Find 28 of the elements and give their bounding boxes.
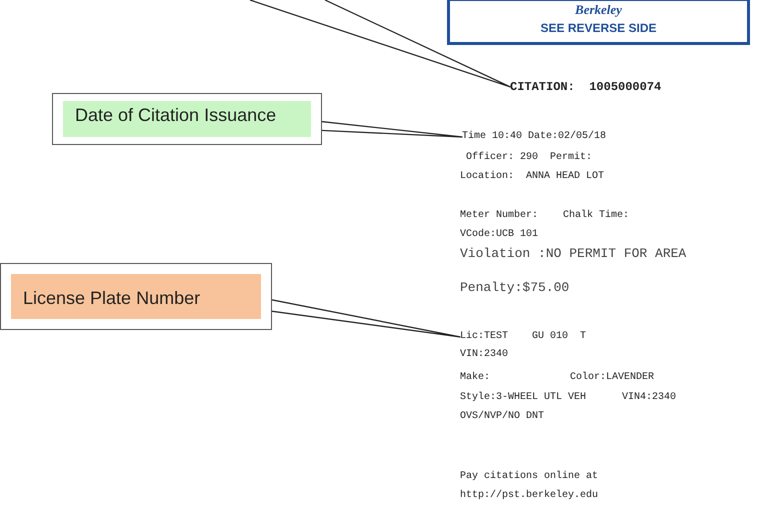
heading-text: Berkeley	[575, 3, 622, 17]
notice-box	[447, 0, 750, 45]
ticket-text: CITATION: 1005000074	[510, 80, 662, 94]
ticket-text: Lic:TEST GU 010 T	[460, 331, 586, 343]
ticket-text: VIN:2340	[460, 349, 508, 361]
callout-text: License Plate Number	[11, 274, 261, 319]
ticket-text: Location: ANNA HEAD LOT	[460, 171, 604, 183]
ticket-text: VCode:UCB 101	[460, 229, 538, 241]
ticket-text: Pay citations online at	[460, 471, 598, 483]
ticket-text: OVS/NVP/NO DNT	[460, 411, 544, 423]
notice-text: SEE REVERSE SIDE	[539, 21, 658, 35]
ticket-text: Make:	[460, 372, 490, 384]
leader-line	[249, 0, 512, 88]
ticket-text: Violation :NO PERMIT FOR AREA	[460, 246, 686, 261]
ticket-text: Meter Number:	[460, 210, 538, 222]
ticket-text: VIN4:2340	[622, 392, 676, 404]
callout-text: Date of Citation Issuance	[63, 101, 311, 137]
callout-box	[52, 93, 322, 145]
leader-line	[321, 121, 464, 138]
ticket-text: Chalk Time:	[563, 210, 630, 222]
ticket-text: Style:3-WHEEL UTL VEH	[460, 392, 586, 404]
ticket-text: Color:LAVENDER	[570, 372, 654, 384]
ticket-text: Time 10:40 Date:02/05/18	[462, 131, 606, 143]
ticket-text: Officer: 290 Permit:	[466, 152, 592, 164]
callout-box	[0, 263, 272, 330]
ticket-text: Penalty:$75.00	[460, 280, 570, 295]
ticket-text: http://pst.berkeley.edu	[460, 490, 598, 502]
leader-line	[271, 299, 462, 338]
